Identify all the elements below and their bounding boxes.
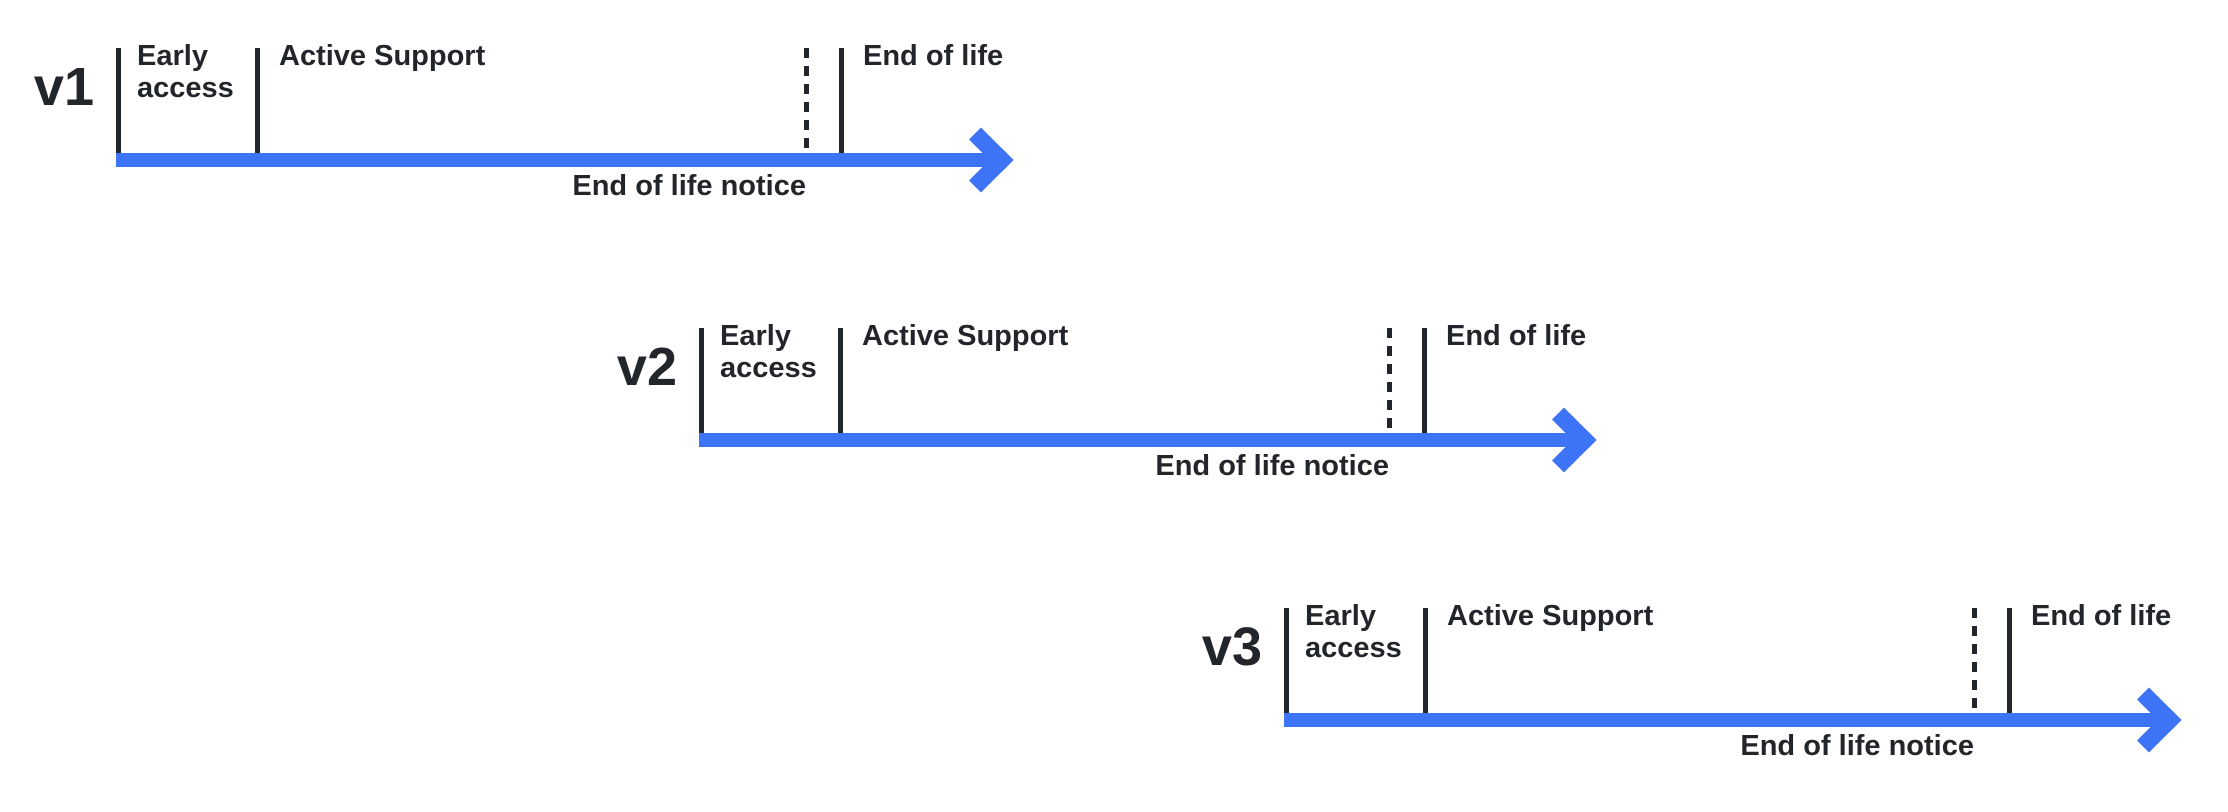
version-label: v3 (1201, 617, 1262, 677)
end-of-life-notice-label: End of life notice (572, 170, 806, 202)
eol-notice-dashed-line (804, 48, 809, 149)
eol-notice-dashed-line (1387, 328, 1392, 429)
end-of-life-tick (1422, 328, 1427, 433)
end-of-life-label: End of life (1446, 320, 1587, 352)
end-of-life-label: End of life (2031, 600, 2172, 632)
eol-notice-dashed-line (1972, 608, 1977, 709)
version-label: v1 (33, 57, 94, 117)
early-access-start-tick (699, 328, 704, 433)
early-access-label: Early access (720, 320, 817, 384)
active-support-label: Active Support (279, 40, 486, 72)
end-of-life-tick (2007, 608, 2012, 713)
timeline-arrow-head-icon (2116, 687, 2182, 753)
version-label: v2 (616, 337, 677, 397)
timeline-arrow-head-icon (948, 127, 1014, 193)
end-of-life-label: End of life (863, 40, 1004, 72)
end-of-life-notice-label: End of life notice (1740, 730, 1974, 762)
end-of-life-notice-label: End of life notice (1155, 450, 1389, 482)
active-support-label: Active Support (862, 320, 1069, 352)
early-access-label: Early access (137, 40, 234, 104)
active-support-start-tick (838, 328, 843, 433)
timeline-v1: v1 Early access Active Support End of li… (34, 40, 1014, 213)
timeline-arrow-head-icon (1531, 407, 1597, 473)
active-support-label: Active Support (1447, 600, 1654, 632)
early-access-start-tick (116, 48, 121, 153)
active-support-start-tick (1423, 608, 1428, 713)
timeline-arrow-bar (116, 153, 996, 167)
active-support-start-tick (255, 48, 260, 153)
timeline-arrow-bar (699, 433, 1579, 447)
early-access-label: Early access (1305, 600, 1402, 664)
timeline-v3: v3 Early access Active Support End of li… (1202, 600, 2182, 773)
timeline-v2: v2 Early access Active Support End of li… (617, 320, 1597, 493)
timeline-arrow-bar (1284, 713, 2164, 727)
early-access-start-tick (1284, 608, 1289, 713)
end-of-life-tick (839, 48, 844, 153)
